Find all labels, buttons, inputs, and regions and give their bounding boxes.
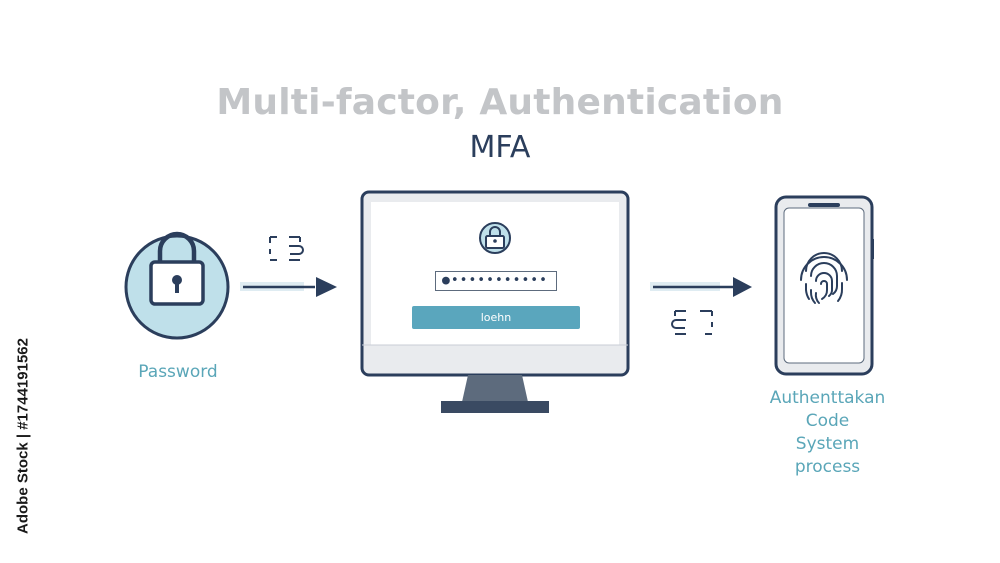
arrow-right-icon bbox=[650, 277, 752, 297]
code-glyph-icon bbox=[671, 310, 713, 335]
phone-caption-line: System bbox=[795, 434, 860, 454]
small-lock-icon bbox=[479, 222, 511, 254]
phone-caption-line: Authenttakan bbox=[769, 388, 886, 408]
password-label: Password bbox=[138, 362, 218, 382]
phone-caption-line: process bbox=[794, 457, 861, 477]
phone-icon bbox=[774, 195, 874, 376]
code-glyph-icon bbox=[269, 236, 304, 261]
diagram-title: Multi-factor, Authentication bbox=[216, 82, 784, 123]
arrow-right-icon bbox=[240, 277, 337, 297]
diagram-subtitle: MFA bbox=[469, 130, 531, 165]
stock-watermark: Adobe Stock | #1744191562 bbox=[12, 322, 34, 550]
login-button[interactable]: loehn bbox=[412, 306, 580, 329]
phone-caption-line: Code bbox=[805, 411, 850, 431]
padlock-icon bbox=[124, 231, 230, 340]
phone-caption: Authenttakan Code System process bbox=[745, 387, 910, 479]
password-field[interactable]: ●••••••••••• bbox=[435, 271, 557, 291]
watermark-text: Adobe Stock | #1744191562 bbox=[14, 338, 32, 534]
fingerprint-icon bbox=[800, 252, 848, 304]
